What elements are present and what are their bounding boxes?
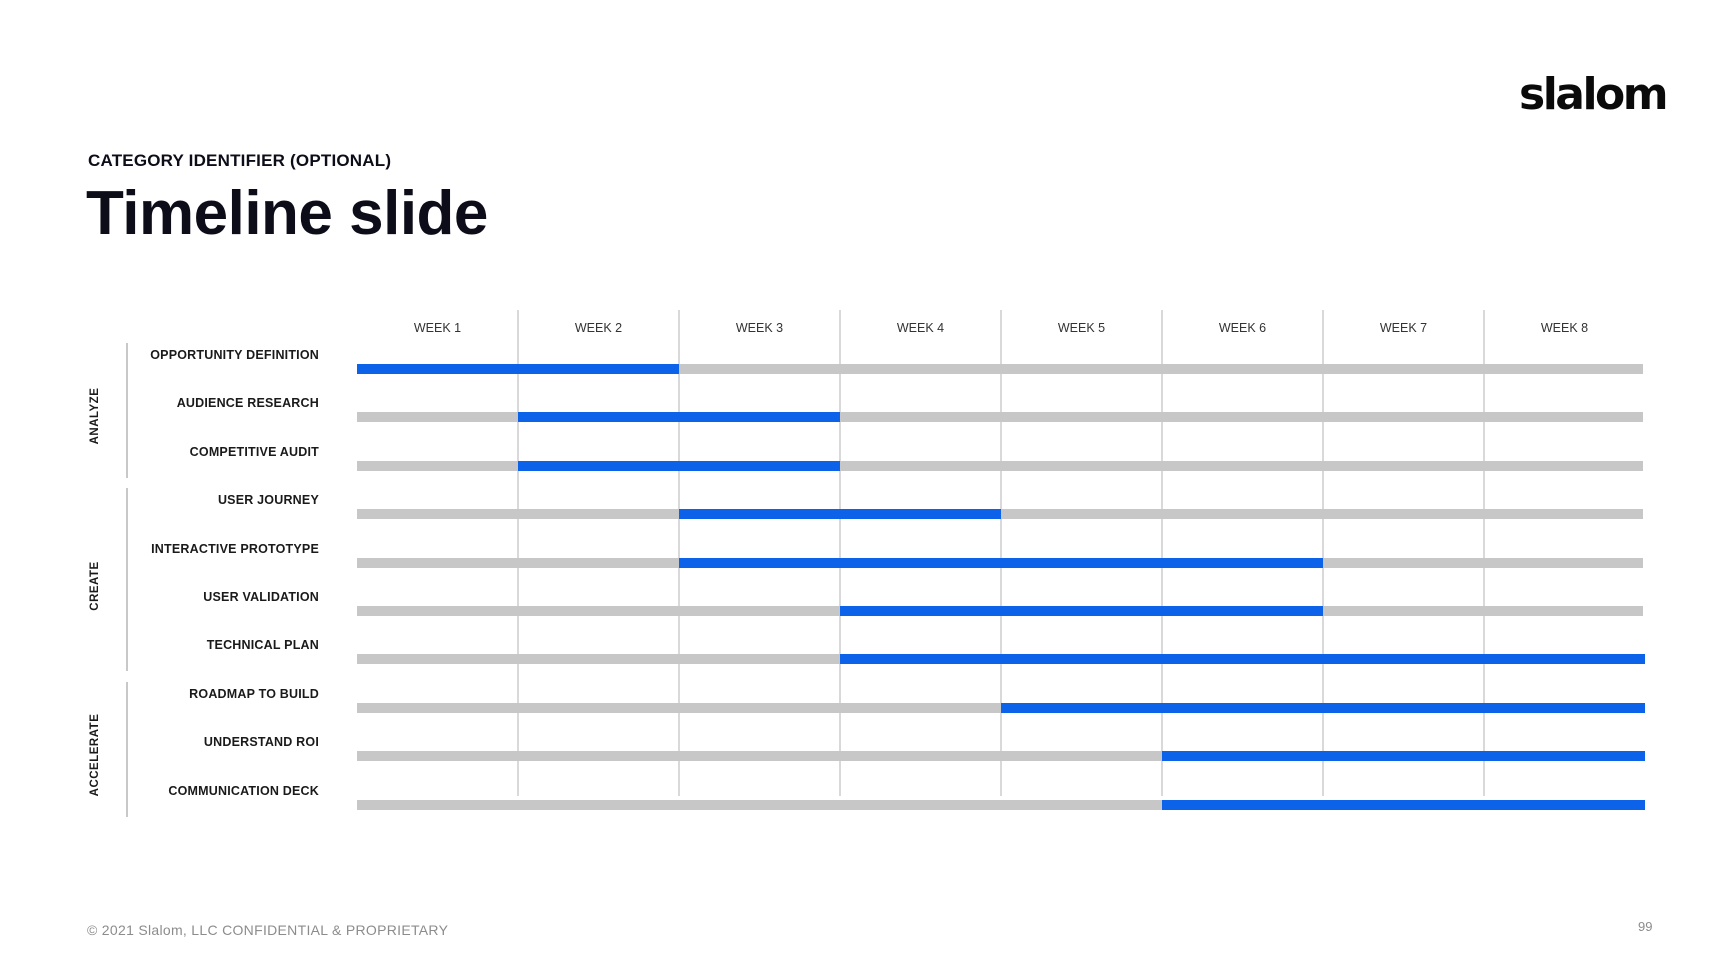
timeline-track [357, 412, 1643, 423]
task-label: ROADMAP TO BUILD [189, 686, 319, 701]
timeline-track [357, 364, 1643, 374]
task-label: COMPETITIVE AUDIT [189, 444, 319, 459]
task-label: UNDERSTAND ROI [203, 735, 319, 750]
category-identifier: CATEGORY IDENTIFIER (OPTIONAL) [88, 151, 392, 170]
page-title: Timeline slide [86, 179, 488, 248]
task-label: USER JOURNEY [217, 493, 319, 508]
group-label: ANALYZE [89, 388, 101, 445]
week-gridline [1000, 310, 1002, 796]
slalom-logo: slalom [1519, 69, 1669, 120]
task-label: AUDIENCE RESEARCH [176, 396, 319, 411]
week-gridline [1322, 310, 1324, 796]
week-header: WEEK 7 [1379, 321, 1428, 335]
week-gridline [517, 310, 519, 796]
task-bar [840, 654, 1645, 665]
task-bar [1162, 799, 1645, 810]
week-gridline [1483, 310, 1485, 796]
task-bar [357, 364, 679, 374]
task-bar [679, 509, 1001, 520]
task-label: TECHNICAL PLAN [206, 638, 319, 653]
task-bar [679, 557, 1323, 568]
week-gridline [839, 310, 841, 796]
timeline-track [357, 702, 1643, 713]
group-label: CREATE [89, 561, 101, 611]
week-header: WEEK 6 [1218, 321, 1267, 335]
group-divider [126, 681, 128, 817]
week-header: WEEK 2 [574, 321, 623, 335]
week-header: WEEK 1 [413, 321, 462, 335]
week-header: WEEK 8 [1540, 321, 1589, 335]
week-header: WEEK 3 [735, 321, 784, 335]
task-bar [840, 606, 1323, 616]
week-header: WEEK 5 [1057, 321, 1106, 335]
timeline-track [357, 799, 1643, 810]
task-bar [1001, 702, 1645, 713]
task-bar [518, 412, 840, 423]
week-gridline [1161, 310, 1163, 796]
task-bar [518, 460, 840, 471]
group-label: ACCELERATE [89, 713, 101, 797]
task-bar [1162, 751, 1645, 762]
timeline-track [357, 460, 1643, 471]
footer-copyright: © 2021 Slalom, LLC CONFIDENTIAL & PROPRI… [87, 922, 449, 938]
group-divider [126, 488, 128, 672]
group-divider [126, 343, 128, 478]
timeline-track [357, 751, 1643, 762]
task-label: COMMUNICATION DECK [168, 783, 319, 798]
page-number: 99 [1638, 919, 1653, 934]
task-label: USER VALIDATION [203, 590, 319, 604]
task-label: INTERACTIVE PROTOTYPE [151, 541, 319, 556]
task-label: OPPORTUNITY DEFINITION [150, 348, 319, 362]
week-header: WEEK 4 [896, 321, 945, 335]
week-gridline [678, 310, 680, 796]
